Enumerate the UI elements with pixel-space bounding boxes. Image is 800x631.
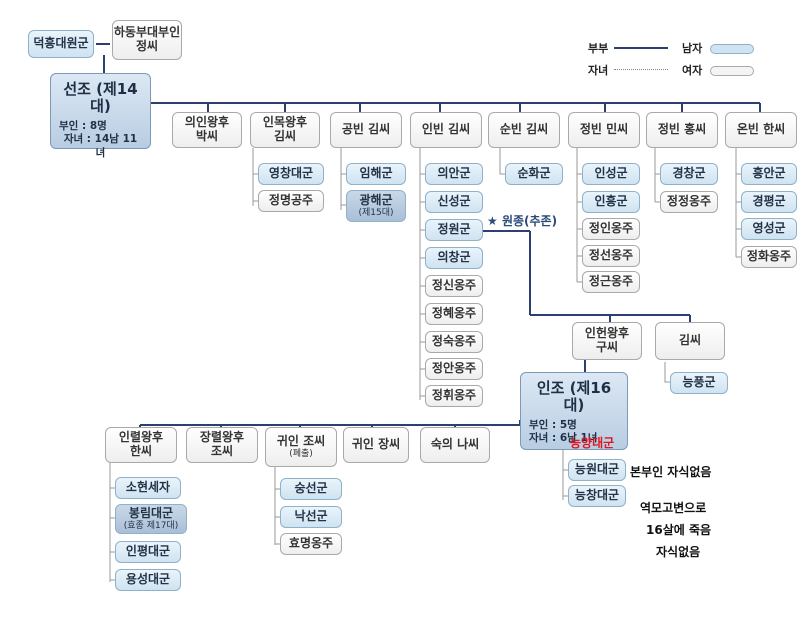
legend-male-swatch bbox=[710, 44, 754, 54]
person-gwiin-jo: 귀인 조씨(폐출) bbox=[265, 427, 337, 467]
person-jeongsuk: 정숙옹주 bbox=[425, 331, 483, 353]
person-jeongseon: 정선옹주 bbox=[582, 245, 640, 267]
person-injo: 인조 (제16대) 부인 : 5명 자녀 : 6남 1녀 bbox=[520, 372, 628, 450]
neungchang-note-3: 자식없음 bbox=[656, 545, 701, 559]
person-inheung: 인흥군 bbox=[582, 191, 640, 213]
neungchang-note-2: 16살에 죽음 bbox=[646, 523, 712, 537]
person-jeongsin: 정신옹주 bbox=[425, 275, 483, 297]
person-imhae: 임해군 bbox=[346, 163, 406, 185]
legend-children-line bbox=[614, 69, 668, 70]
child-lines bbox=[109, 148, 741, 582]
person-inpyeong: 인평대군 bbox=[115, 541, 181, 563]
person-yeongchang: 영창대군 bbox=[258, 163, 324, 185]
person-neungpung: 능풍군 bbox=[670, 372, 728, 394]
person-jeonghwi: 정휘옹주 bbox=[425, 385, 483, 407]
person-jeongbin-hong: 정빈 홍씨 bbox=[646, 112, 718, 148]
person-sinseong: 신성군 bbox=[425, 191, 483, 213]
person-hyomyeong: 효명옹주 bbox=[280, 533, 342, 555]
person-neungwon: 능원대군 bbox=[568, 459, 626, 481]
person-sohyeon: 소현세자 bbox=[115, 477, 181, 499]
person-gwiin-jang: 귀인 장씨 bbox=[343, 427, 409, 463]
person-bongrim: 봉림대군(효종 제17대) bbox=[115, 504, 187, 534]
person-kim: 김씨 bbox=[655, 322, 725, 360]
legend-children-label: 자녀 bbox=[588, 64, 609, 77]
person-inbin: 인빈 김씨 bbox=[410, 112, 482, 148]
legend-female-swatch bbox=[710, 66, 754, 76]
person-sungseon: 숭선군 bbox=[280, 478, 342, 500]
legend-spouse-label: 부부 bbox=[588, 42, 609, 55]
person-neungyang: 능양대군 bbox=[570, 436, 615, 450]
person-yeongseong: 영성군 bbox=[741, 218, 797, 240]
person-jeongbin-min: 정빈 민씨 bbox=[568, 112, 640, 148]
person-jeongan: 정안옹주 bbox=[425, 358, 483, 380]
neungchang-note-1: 역모고변으로 bbox=[640, 501, 707, 515]
person-uichang: 의창군 bbox=[425, 247, 483, 269]
person-gongbin: 공빈 김씨 bbox=[330, 112, 402, 148]
person-gyeongpyeong: 경평군 bbox=[741, 191, 797, 213]
person-jeongin: 정인옹주 bbox=[582, 218, 640, 240]
person-sugui-na: 숙의 나씨 bbox=[420, 427, 490, 463]
spouse-lines bbox=[96, 43, 761, 427]
person-nakseon: 낙선군 bbox=[280, 506, 342, 528]
person-gyeongchang: 경창군 bbox=[660, 163, 718, 185]
person-jeongmyeong: 정명공주 bbox=[258, 190, 324, 212]
person-neungchang: 능창대군 bbox=[568, 485, 626, 507]
person-inseong: 인성군 bbox=[582, 163, 640, 185]
person-jeonghye: 정혜옹주 bbox=[425, 303, 483, 325]
legend-male-label: 남자 bbox=[682, 42, 703, 55]
legend-spouse-line bbox=[614, 47, 668, 49]
person-seonjo: 선조 (제14대) 부인 : 8명 자녀 : 14남 11녀 bbox=[50, 73, 151, 159]
wonjong-label: ★ 원종(추존) bbox=[487, 214, 558, 228]
person-jeonggeun: 정근옹주 bbox=[582, 271, 640, 293]
person-sunbin: 순빈 김씨 bbox=[488, 112, 560, 148]
person-jeonghwa: 정화옹주 bbox=[741, 246, 797, 268]
person-jeongjeong: 정정옹주 bbox=[660, 191, 718, 213]
person-gwanghae: 광해군(제15대) bbox=[346, 190, 406, 222]
person-deokheung: 덕흥대원군 bbox=[28, 30, 94, 58]
person-jeongwon: 정원군 bbox=[425, 219, 483, 241]
person-heungan: 흥안군 bbox=[741, 163, 797, 185]
person-sunhwa: 순화군 bbox=[505, 163, 563, 185]
legend-female-label: 여자 bbox=[682, 64, 703, 77]
person-yongseong: 용성대군 bbox=[115, 569, 181, 591]
person-uian: 의안군 bbox=[425, 163, 483, 185]
person-onbin: 온빈 한씨 bbox=[725, 112, 797, 148]
neungwon-note: 본부인 자식없음 bbox=[630, 465, 712, 479]
